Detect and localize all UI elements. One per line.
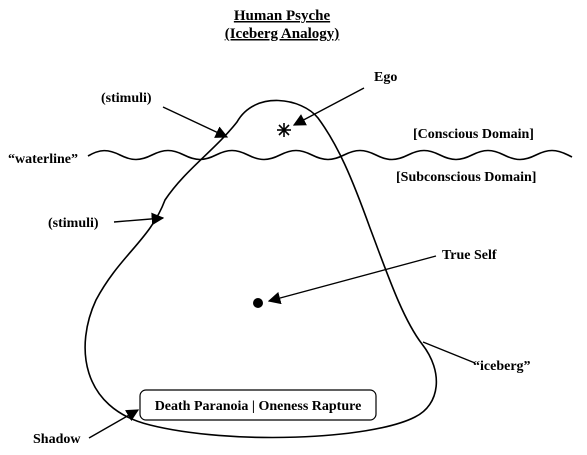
stimuli-left-label: (stimuli) (48, 216, 99, 231)
true-self-dot (253, 298, 263, 308)
shadow-box (139, 389, 377, 421)
true-self-arrow (267, 255, 437, 305)
stimuli-top-arrow (162, 106, 229, 138)
subconscious-domain-label: [Subconscious Domain] (396, 170, 536, 185)
waterline (87, 149, 573, 161)
stimuli-top-label: (stimuli) (101, 91, 152, 106)
iceberg-pointer-line (422, 341, 476, 364)
iceberg-outline (84, 99, 438, 439)
diagram-title-line1: Human Psyche (234, 8, 331, 24)
shadow-arrow (88, 409, 140, 439)
waterline-label: “waterline” (8, 152, 78, 167)
conscious-domain-label: [Conscious Domain] (413, 127, 534, 142)
ego-arrow (292, 87, 365, 126)
shadow-box-text: Death Paranoia | Oneness Rapture (155, 399, 362, 414)
diagram-title-line2: (Iceberg Analogy) (225, 26, 340, 42)
true-self-label: True Self (442, 248, 497, 263)
iceberg-label: “iceberg” (473, 359, 531, 374)
stimuli-left-arrow (113, 212, 165, 226)
shadow-label: Shadow (33, 432, 81, 447)
ego-star-icon (277, 123, 291, 137)
ego-label: Ego (374, 70, 397, 85)
